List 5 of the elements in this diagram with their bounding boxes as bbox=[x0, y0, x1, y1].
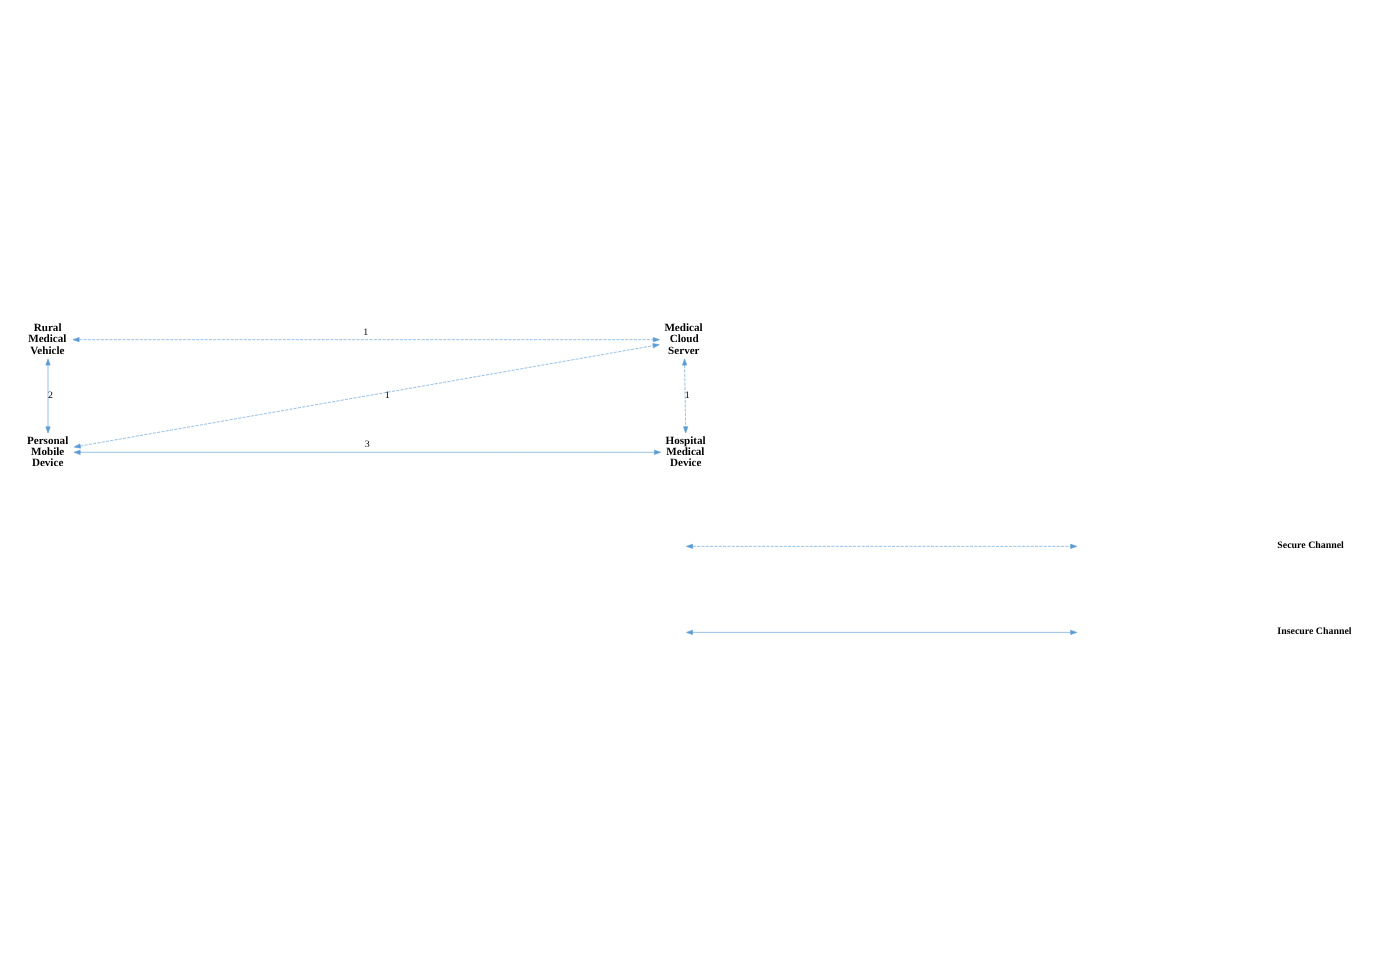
arrow bbox=[45, 358, 51, 434]
arrow bbox=[72, 337, 660, 343]
arrow bbox=[73, 343, 660, 449]
arrow bbox=[73, 449, 661, 455]
arrow bbox=[682, 358, 689, 434]
